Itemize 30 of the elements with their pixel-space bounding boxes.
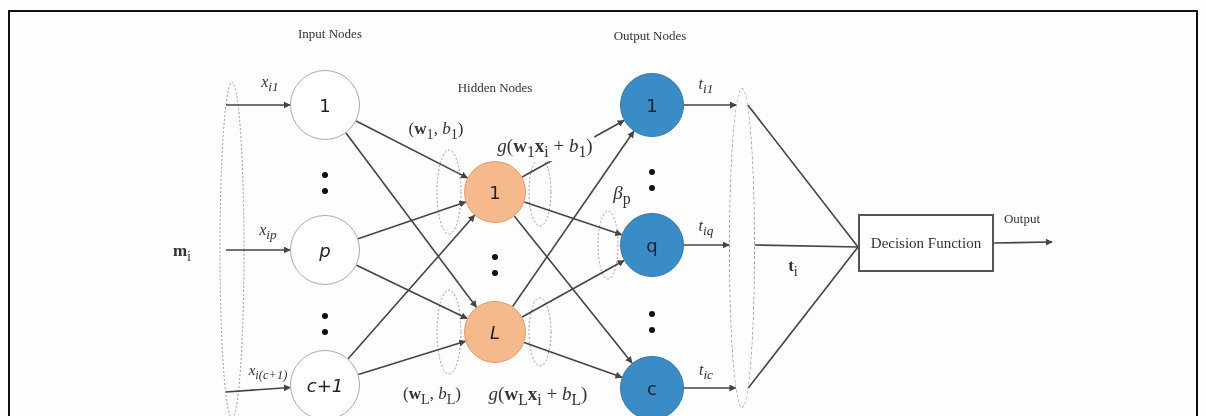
- arrow: [225, 384, 291, 393]
- arrow: [345, 132, 478, 308]
- arrow: [225, 101, 291, 109]
- arrow: [513, 215, 633, 364]
- arrow: [993, 238, 1053, 246]
- arrow: [683, 241, 730, 249]
- arrow: [523, 341, 623, 379]
- hidden-neuron: L: [464, 301, 526, 363]
- arrow: [357, 339, 467, 376]
- input-neuron: c+1: [290, 350, 360, 416]
- output-neuron: c: [620, 356, 684, 416]
- decision-box: Decision Function: [858, 214, 994, 272]
- arrow: [347, 214, 476, 360]
- arrow: [355, 264, 468, 320]
- input-neuron: p: [290, 215, 360, 285]
- output-neuron: 1: [620, 73, 684, 137]
- column-heading: Input Nodes: [296, 26, 364, 42]
- arrow: [357, 200, 467, 240]
- arrow: [683, 384, 737, 392]
- arrow: [523, 201, 623, 237]
- column-heading: Output Nodes: [611, 28, 689, 44]
- hidden-neuron: 1: [464, 161, 526, 223]
- arrow: [225, 246, 291, 254]
- arrow: [683, 101, 737, 109]
- output-neuron: q: [620, 213, 684, 277]
- arrow: [521, 259, 625, 318]
- input-neuron: 1: [290, 70, 360, 140]
- arrow: [355, 120, 469, 179]
- arrow: [511, 130, 635, 308]
- activation-label: g(w$_{1}$x$_{i}$ + b$_{1}$): [495, 135, 595, 161]
